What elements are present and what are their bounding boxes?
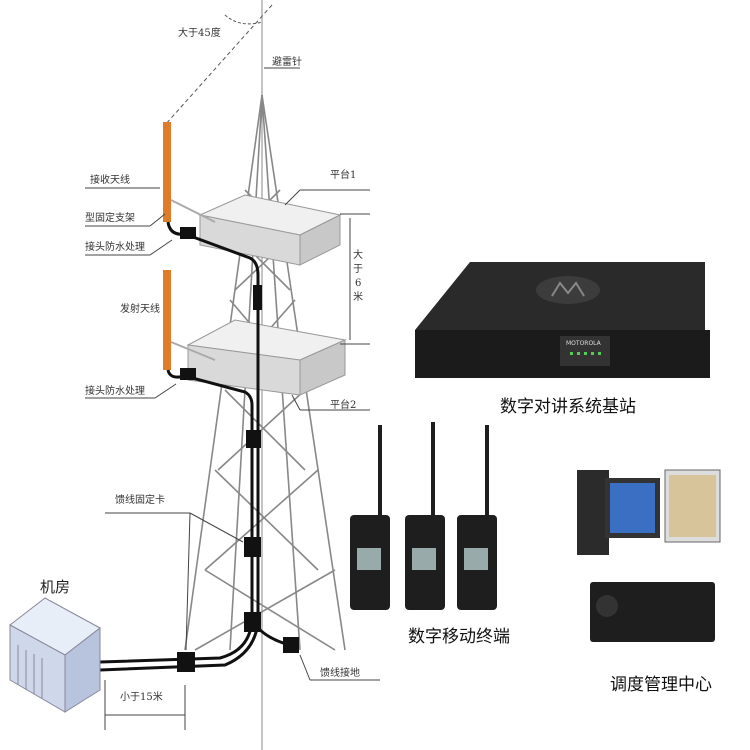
rx-antenna-label: 接收天线 xyxy=(90,173,130,186)
lightning-rod-label: 避雷针 xyxy=(272,55,302,68)
tx-antenna-label: 发射天线 xyxy=(120,302,160,315)
pointer-lines xyxy=(85,187,380,730)
feeder-clamp-label: 馈线固定卡 xyxy=(115,493,165,506)
tx-antenna xyxy=(163,270,171,370)
terminals-label: 数字移动终端 xyxy=(408,627,510,647)
platform-1 xyxy=(198,194,342,266)
brand-label: MOTOROLA xyxy=(566,340,602,347)
base-station-label: 数字对讲系统基站 xyxy=(500,397,636,417)
platform2-label: 平台2 xyxy=(330,398,356,411)
platform1-label: 平台1 xyxy=(330,168,356,181)
handheld-radios xyxy=(350,422,497,610)
dispatch-center xyxy=(577,469,721,642)
feeder-clamps xyxy=(177,227,299,672)
rx-antenna xyxy=(163,122,171,222)
bracket-label: 型固定支架 xyxy=(85,211,135,224)
distance-label: 小于15米 xyxy=(120,690,163,703)
feeder-ground-label: 馈线接地 xyxy=(320,666,360,679)
spacing-char-2: 于 xyxy=(353,264,363,275)
angle-label: 大于45度 xyxy=(178,26,221,39)
dispatch-label: 调度管理中心 xyxy=(610,675,712,695)
base-station xyxy=(415,262,710,378)
machine-room xyxy=(9,597,101,713)
waterproof-label-1: 接头防水处理 xyxy=(85,240,145,253)
platform-2 xyxy=(186,319,347,396)
machine-room-label: 机房 xyxy=(40,578,70,596)
spacing-char-1: 大 xyxy=(353,248,363,261)
waterproof-label-2: 接头防水处理 xyxy=(85,384,145,397)
spacing-char-4: 米 xyxy=(353,290,363,303)
spacing-char-3: 6 xyxy=(355,278,361,289)
